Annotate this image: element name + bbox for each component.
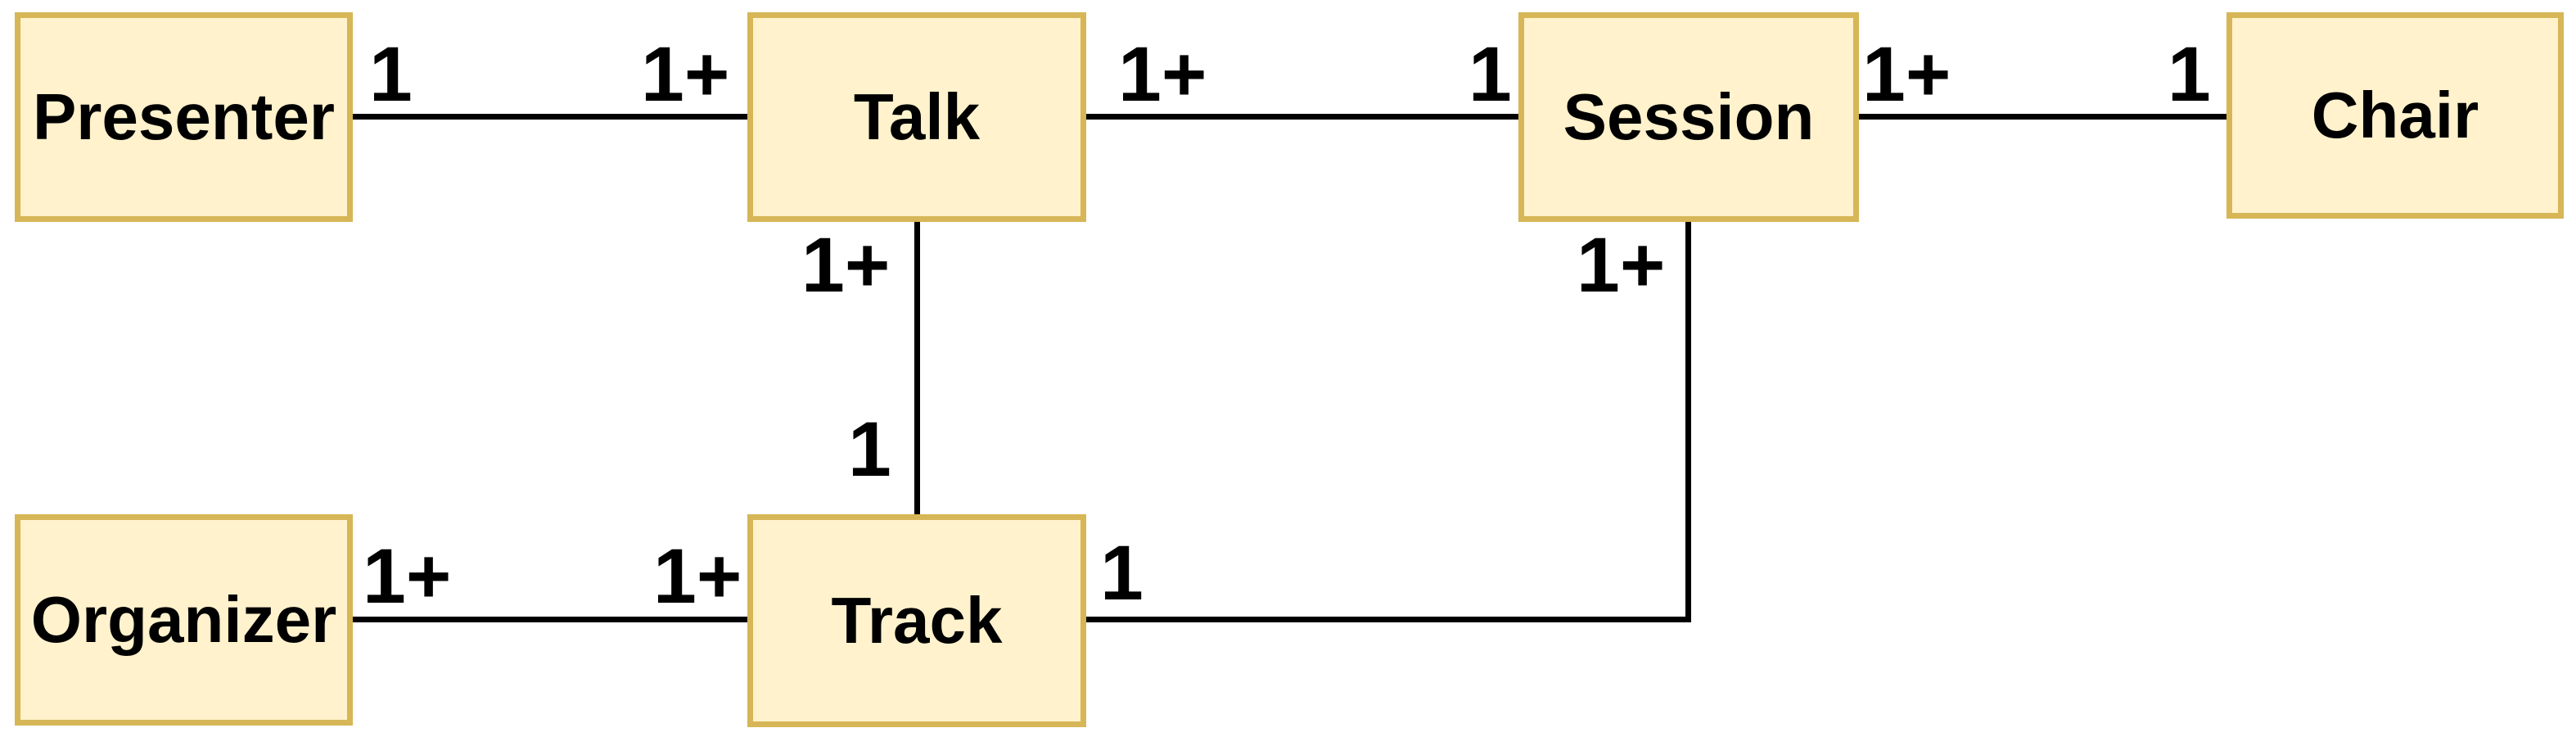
cardinality-session-side-of-talk: 1 [1468, 31, 1512, 118]
edge-presenter-talk [352, 114, 748, 120]
entity-chair: Chair [2226, 12, 2564, 219]
cardinality-organizer-side: 1+ [363, 533, 452, 620]
edge-session-chair [1858, 114, 2227, 120]
edge-track-session-vertical [1685, 221, 1691, 622]
edge-talk-track [914, 221, 920, 515]
cardinality-track-side-of-session: 1 [1100, 530, 1144, 617]
cardinality-talk-side-of-session: 1+ [1118, 31, 1207, 118]
entity-talk-label: Talk [853, 80, 981, 153]
cardinality-talk-side-of-presenter: 1+ [641, 31, 730, 118]
cardinality-session-side-of-chair: 1+ [1862, 31, 1951, 118]
entity-talk: Talk [747, 12, 1086, 222]
entity-track-label: Track [831, 584, 1003, 657]
entity-presenter: Presenter [15, 12, 353, 222]
edge-talk-session [1085, 114, 1519, 120]
entity-chair-label: Chair [2311, 79, 2479, 151]
cardinality-session-side-of-track: 1+ [1577, 222, 1666, 309]
cardinality-track-side-of-organizer: 1+ [653, 533, 742, 620]
cardinality-chair-side: 1 [2168, 31, 2211, 118]
entity-track: Track [747, 514, 1086, 727]
cardinality-talk-side-of-track: 1+ [801, 222, 891, 309]
entity-session: Session [1518, 12, 1859, 222]
entity-presenter-label: Presenter [32, 80, 336, 153]
cardinality-track-side-of-talk: 1 [848, 406, 891, 493]
entity-session-label: Session [1563, 80, 1815, 153]
entity-organizer-label: Organizer [30, 583, 337, 656]
edge-organizer-track [352, 617, 748, 622]
cardinality-presenter-side: 1 [369, 31, 413, 118]
edge-track-session-horizontal [1085, 617, 1691, 622]
entity-organizer: Organizer [15, 514, 353, 726]
